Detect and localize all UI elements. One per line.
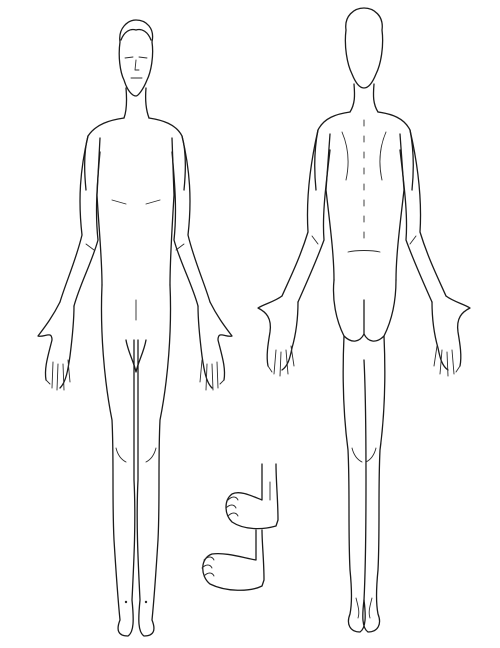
upper-foot: [226, 464, 278, 529]
back-view-figure: [258, 8, 470, 632]
back-legs: [343, 336, 385, 632]
front-left-arm: [60, 136, 100, 306]
back-buttocks: [333, 280, 396, 341]
feet-detail: [202, 464, 278, 590]
front-right-arm: [172, 136, 210, 306]
front-left-hand: [38, 302, 74, 390]
front-head: [119, 20, 152, 96]
front-legs: [101, 285, 170, 636]
front-right-hand: [198, 302, 232, 390]
back-head: [345, 8, 382, 88]
back-right-arm: [400, 130, 446, 302]
front-neck: [124, 88, 149, 118]
back-right-hand: [432, 296, 470, 376]
back-left-hand: [258, 296, 298, 376]
back-left-arm: [282, 130, 330, 302]
lower-foot: [202, 530, 264, 590]
front-view-figure: [38, 20, 232, 636]
back-torso: [315, 112, 414, 280]
